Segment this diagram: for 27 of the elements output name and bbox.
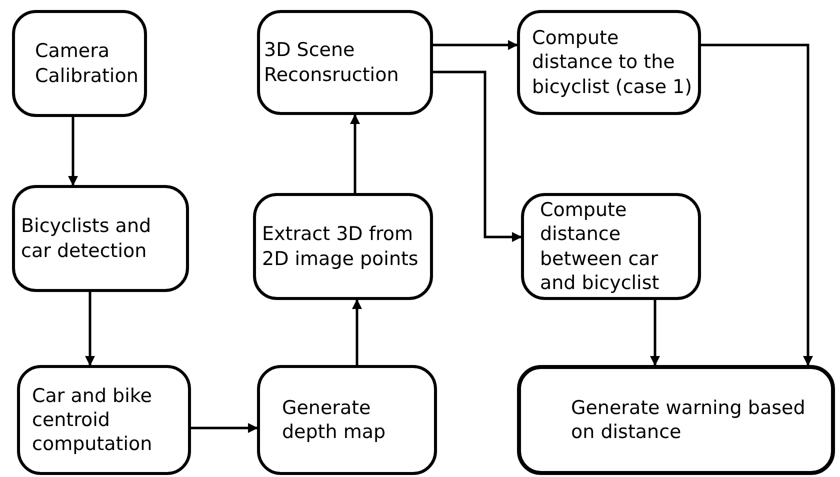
process-box [12, 10, 147, 117]
arrow [85, 292, 95, 366]
arrow [433, 40, 518, 50]
arrow [350, 114, 360, 193]
arrow [191, 423, 258, 433]
arrow [701, 44, 813, 366]
process-box [257, 10, 433, 115]
arrow [433, 70, 522, 242]
process-box [521, 193, 701, 300]
arrow [650, 300, 660, 366]
box-label: Extract 3D from 2D image points [262, 222, 420, 271]
box-label: Bicyclists and car detection [21, 214, 152, 263]
process-box [12, 185, 189, 292]
process-box [517, 365, 835, 475]
box-label: Compute distance between car and bicyclist [540, 198, 660, 296]
box-label: Compute distance to the bicyclist (case 1) [532, 26, 694, 99]
box-label: Camera Calibration [35, 39, 138, 88]
process-box [17, 365, 191, 475]
arrow [68, 117, 78, 186]
process-box [253, 193, 433, 300]
box-label: Generate depth map [282, 396, 387, 444]
process-box [517, 10, 701, 115]
process-box [257, 365, 437, 475]
box-label: Generate warning based on distance [571, 396, 806, 444]
box-label: Car and bike centroid computation [32, 384, 154, 456]
arrow [352, 299, 362, 365]
box-label: 3D Scene Reconsruction [264, 38, 400, 87]
